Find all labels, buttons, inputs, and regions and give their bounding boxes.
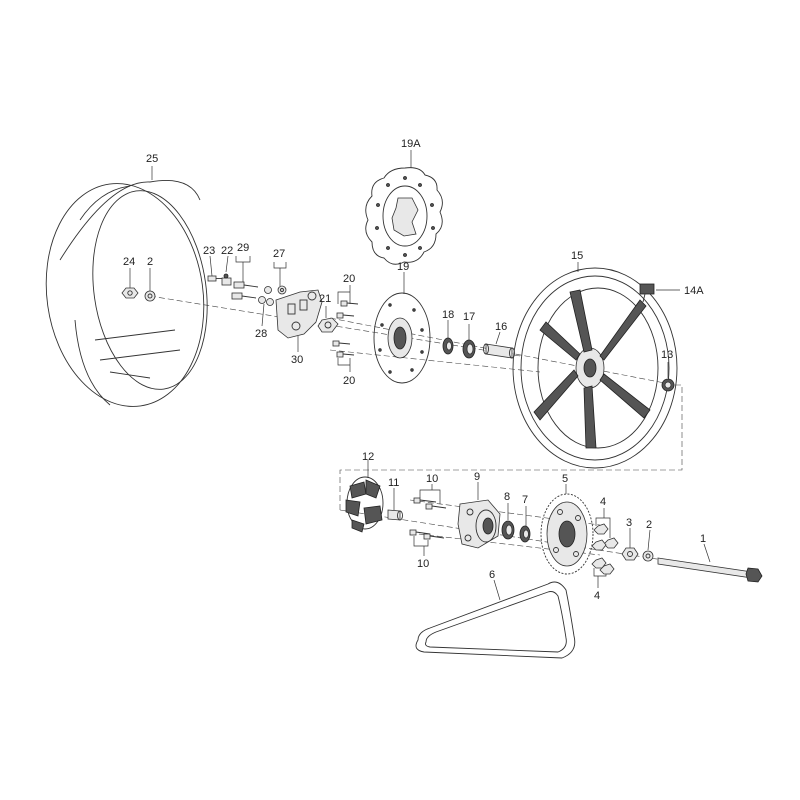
disc-bolts-20-upper: [336, 300, 359, 319]
caliper-bracket-30: [275, 289, 323, 339]
label-11: 11: [388, 477, 399, 489]
label-30: 30: [291, 354, 303, 366]
label-12: 12: [362, 451, 374, 463]
bearing-18: [442, 337, 454, 355]
label-24: 24: [123, 256, 135, 268]
bolts-29: [231, 281, 259, 300]
washers-28: [258, 296, 274, 306]
assembly-axis-lines: [149, 295, 761, 576]
label-4-upper: 4: [600, 496, 606, 508]
brake-disc-19A: [365, 167, 443, 265]
studs-10-lower: [409, 529, 445, 540]
label-23: 23: [203, 245, 215, 257]
label-20-lower: 20: [343, 375, 355, 387]
label-21: 21: [319, 293, 331, 305]
nipple-22: [221, 273, 232, 286]
label-13: 13: [661, 349, 673, 361]
label-17: 17: [463, 311, 475, 323]
label-10-lower: 10: [417, 558, 429, 570]
bearing-17: [462, 339, 476, 359]
label-3: 3: [626, 517, 632, 529]
brake-disc-19: [373, 292, 431, 384]
spacer-tube-16: [483, 343, 515, 359]
rear-wheel-15: [512, 267, 678, 469]
washer-2-right: [642, 550, 654, 562]
label-2-right: 2: [646, 519, 652, 531]
label-5: 5: [562, 473, 568, 485]
drive-chain-6: [415, 581, 576, 659]
label-18: 18: [442, 309, 454, 321]
label-19: 19: [397, 261, 409, 273]
sprocket-hub-9: [457, 499, 501, 549]
washer-2-left: [144, 290, 156, 302]
wheel-spokes-15: [533, 289, 651, 449]
part-number-labels: 25 19A 15 14A 24 2 23 22 29 27 28 30 21 …: [123, 138, 706, 602]
label-16: 16: [495, 321, 507, 333]
label-27: 27: [273, 248, 285, 260]
label-10-upper: 10: [426, 473, 438, 485]
disc-bolts-20-lower: [332, 340, 355, 358]
tire-valve-14A: [639, 283, 655, 303]
label-2-left: 2: [147, 256, 153, 268]
sprocket-nuts-4-lower: [591, 557, 615, 575]
label-1: 1: [700, 533, 706, 545]
label-29: 29: [237, 242, 249, 254]
label-15: 15: [571, 250, 583, 262]
washers-27: [264, 285, 287, 295]
collar-13: [661, 378, 675, 392]
collar-11: [387, 509, 403, 521]
label-4-lower: 4: [594, 590, 600, 602]
rear-sprocket-5: [540, 493, 594, 575]
damper-rubbers-12: [345, 476, 384, 533]
leader-lines: [129, 150, 711, 601]
spacer-21: [317, 317, 339, 333]
studs-10-upper: [413, 497, 447, 510]
oil-seal-7: [519, 525, 531, 543]
label-28: 28: [255, 328, 267, 340]
label-25: 25: [146, 153, 158, 165]
axle-nut-3: [621, 547, 639, 561]
label-14A: 14A: [684, 285, 704, 297]
label-9: 9: [474, 471, 480, 483]
label-6: 6: [489, 569, 495, 581]
label-19A: 19A: [401, 138, 421, 150]
label-22: 22: [221, 245, 233, 257]
rear-axle-1: [657, 557, 763, 583]
disc-holes-19A: [375, 176, 435, 257]
axle-nut-24: [121, 287, 139, 299]
label-7: 7: [522, 494, 528, 506]
tire-25: [45, 180, 208, 407]
bearing-8: [501, 520, 515, 540]
label-20-upper: 20: [343, 273, 355, 285]
label-8: 8: [504, 491, 510, 503]
sprocket-nuts-4-upper: [591, 523, 619, 551]
